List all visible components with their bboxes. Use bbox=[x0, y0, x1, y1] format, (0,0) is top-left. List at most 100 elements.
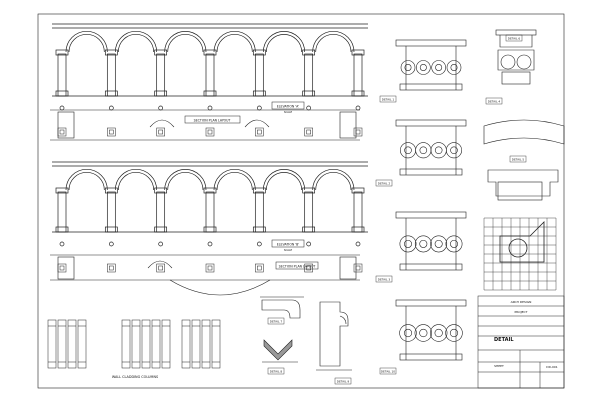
arch-inner bbox=[167, 172, 204, 191]
cladding-panel bbox=[77, 319, 87, 369]
title-drawing-no: DD-001 bbox=[546, 365, 558, 369]
arch bbox=[213, 169, 256, 191]
label-detail-6: DETAIL 6 bbox=[505, 34, 523, 42]
column-shaft bbox=[106, 53, 116, 97]
volute-eye bbox=[449, 328, 459, 338]
arch-inner bbox=[265, 171, 303, 191]
arch bbox=[262, 30, 306, 53]
plan-pier-core bbox=[207, 265, 213, 271]
arch-inner bbox=[68, 34, 105, 53]
arch-inner bbox=[216, 34, 253, 53]
detail-6-capital bbox=[495, 29, 537, 85]
column-base bbox=[302, 226, 316, 233]
column-base bbox=[154, 226, 168, 233]
plan-pier-core bbox=[109, 129, 114, 135]
volute bbox=[416, 60, 431, 75]
wall-cladding-columns bbox=[47, 319, 221, 369]
grid-bubble bbox=[207, 105, 213, 111]
plan-pier bbox=[353, 263, 363, 273]
plan-pier bbox=[57, 263, 67, 273]
plan-a-drawing bbox=[50, 109, 360, 141]
column-base bbox=[104, 226, 118, 233]
title-drawing: DETAIL bbox=[494, 337, 514, 343]
label-detail-10: DETAIL 10 bbox=[379, 367, 397, 375]
cladding-panel bbox=[57, 319, 67, 369]
grid-bubble bbox=[306, 105, 312, 111]
arch-inner bbox=[117, 171, 155, 191]
column-shaft bbox=[353, 53, 363, 97]
plan-pier bbox=[205, 127, 215, 137]
grid-bubble bbox=[306, 241, 312, 247]
arch-inner bbox=[117, 33, 155, 53]
label-detail-7: DETAIL 7 bbox=[267, 317, 285, 325]
keyplan-grid bbox=[483, 217, 557, 291]
arch-inner bbox=[167, 34, 204, 53]
column-capital bbox=[104, 187, 118, 194]
plan-pier bbox=[156, 127, 165, 137]
column-base bbox=[252, 226, 266, 233]
detail-8-profile bbox=[262, 339, 298, 363]
arch-inner bbox=[265, 33, 303, 53]
column-base bbox=[104, 90, 118, 97]
volute bbox=[445, 142, 462, 159]
svg-text:SECTION PLAN LAYOUT: SECTION PLAN LAYOUT bbox=[279, 265, 316, 269]
column-shaft bbox=[156, 53, 166, 97]
cladding-panel bbox=[131, 319, 141, 369]
cladding-panel bbox=[121, 319, 131, 369]
cladding-panel bbox=[151, 319, 161, 369]
arch bbox=[65, 31, 108, 53]
capital-abacus bbox=[395, 119, 467, 127]
volute-eye bbox=[434, 239, 443, 248]
grid-bubble bbox=[355, 241, 361, 247]
column-shaft bbox=[254, 53, 264, 97]
column-shaft bbox=[106, 191, 116, 233]
capital-neck bbox=[399, 83, 463, 91]
plan-pier bbox=[304, 263, 313, 273]
detail-7-profile bbox=[260, 296, 304, 319]
grid-bubble bbox=[355, 105, 361, 111]
volute-eye bbox=[419, 64, 427, 71]
column-capital bbox=[302, 49, 316, 56]
plan-pier-core bbox=[257, 265, 262, 271]
volute-eye bbox=[450, 239, 458, 248]
capital-abacus bbox=[395, 299, 467, 307]
cladding-panel bbox=[161, 319, 171, 369]
arch bbox=[312, 31, 355, 53]
svg-text:ELEVATION 'B': ELEVATION 'B' bbox=[277, 243, 300, 247]
cladding-panel bbox=[211, 319, 221, 369]
title-sheet: SHEET bbox=[494, 364, 504, 368]
column-base bbox=[302, 90, 316, 97]
volute-eye bbox=[435, 64, 443, 71]
label-plan-a: SECTION PLAN LAYOUT bbox=[184, 115, 241, 124]
volute-eye bbox=[419, 146, 428, 155]
volute bbox=[429, 324, 448, 342]
cladding-panel bbox=[181, 319, 191, 369]
grid-bubble bbox=[207, 241, 213, 247]
detail-9-profile bbox=[316, 301, 352, 371]
svg-text:SCALE: SCALE bbox=[284, 110, 293, 114]
column-capital bbox=[351, 187, 365, 194]
volute bbox=[431, 60, 446, 75]
column-shaft bbox=[205, 191, 215, 233]
elevation-a-arcade bbox=[52, 23, 368, 111]
volute bbox=[399, 235, 417, 253]
label-elevation-a: ELEVATION 'A' SCALE bbox=[271, 101, 305, 114]
plan-pier bbox=[255, 127, 264, 137]
volute-eye bbox=[419, 239, 428, 248]
title-company: ARCH DESIGN bbox=[511, 300, 532, 304]
capital-neck bbox=[399, 353, 463, 361]
volute-eye bbox=[404, 64, 412, 71]
keyplan-feature bbox=[499, 221, 545, 263]
column-base bbox=[154, 90, 168, 97]
label-detail-8: DETAIL 8 bbox=[267, 367, 285, 375]
volute bbox=[445, 235, 463, 253]
grid-bubble bbox=[256, 241, 262, 247]
arch bbox=[114, 168, 158, 191]
plan-pier bbox=[107, 127, 116, 137]
arch-inner bbox=[68, 172, 105, 191]
volute-eye bbox=[403, 328, 413, 338]
svg-text:DETAIL 3: DETAIL 3 bbox=[378, 278, 391, 282]
capital-abacus bbox=[395, 211, 467, 219]
elevation-b-arcade bbox=[52, 161, 368, 247]
grid-bubble bbox=[108, 241, 114, 247]
